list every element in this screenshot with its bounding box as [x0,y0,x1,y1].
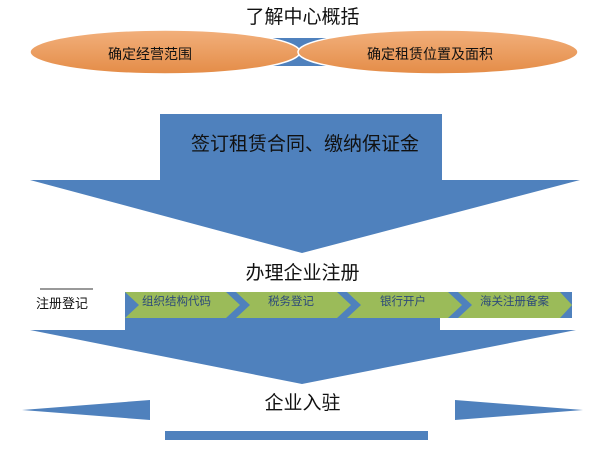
oval-lease-location [297,29,579,75]
step-chevron-bank [347,292,462,318]
final-title: 企业入驻 [264,392,341,414]
registration-title: 办理企业注册 [245,262,360,284]
step-tax-label: 税务登记 [268,294,314,308]
step-bank-label: 银行开户 [380,294,426,308]
final-right-wing [455,400,583,420]
final-bottom-bar [165,431,428,440]
oval-business-scope-label: 确定经营范围 [108,47,192,63]
lease-contract-label: 签订租赁合同、缴纳保证金 [190,133,419,155]
step-chevron-customs [458,292,572,318]
step-chevron-org-code [125,292,240,318]
step-customs-label: 海关注册备案 [480,294,549,308]
step-org-code-label: 组织结构代码 [142,294,211,308]
oval-lease-location-label: 确定租赁位置及面积 [367,47,493,63]
final-left-wing [22,400,150,420]
page-title: 了解中心概括 [245,6,360,28]
registration-side-label: 注册登记 [36,297,89,312]
step-chevron-tax [236,292,351,318]
lease-contract-arrow [30,114,580,253]
